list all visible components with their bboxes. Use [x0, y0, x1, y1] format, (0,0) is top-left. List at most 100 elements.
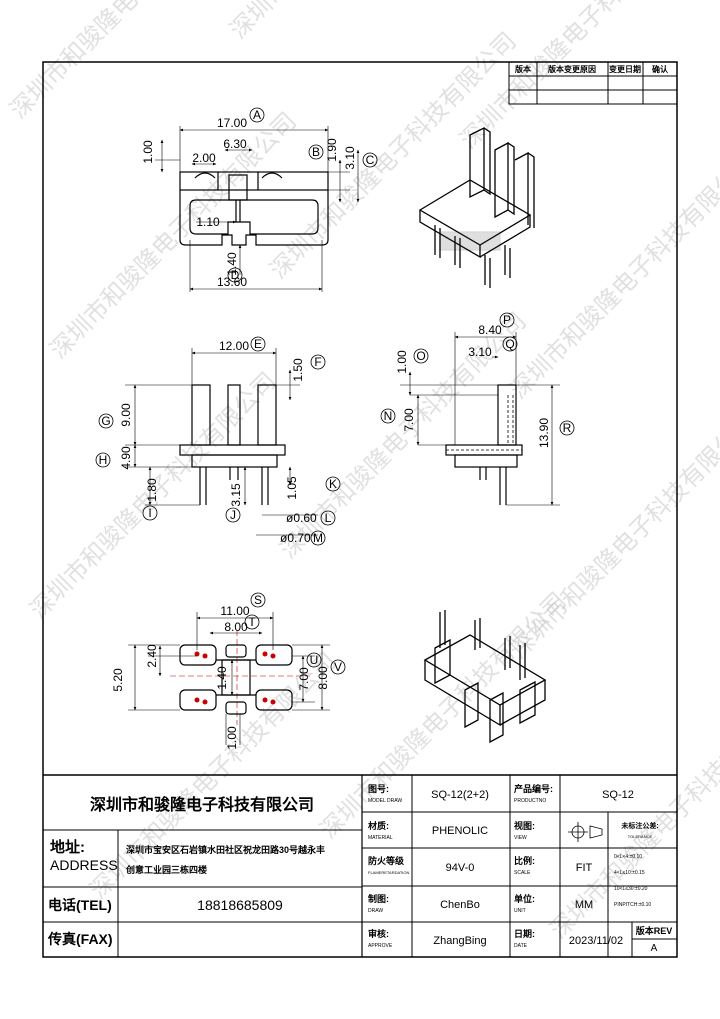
- date-sub: DATE: [514, 943, 528, 949]
- view-label: 视图:: [514, 820, 535, 831]
- callout-e: E: [254, 337, 262, 351]
- dim-front-3-15: 3.15: [229, 483, 243, 507]
- callout-m: M: [313, 531, 323, 545]
- callout-n: N: [384, 409, 393, 423]
- callout-k: K: [329, 477, 337, 491]
- dim-top-1-10: 1.10: [196, 215, 220, 229]
- dim-bottom-5-20: 5.20: [111, 668, 125, 692]
- front-view: [179, 384, 286, 505]
- front-view-labels: 12.00 1.50 9.00 4.90 1.80 3.15 1.05 ø0.6…: [119, 339, 317, 545]
- dim-bottom-11: 11.00: [220, 604, 249, 618]
- side-view: [445, 384, 523, 505]
- dim-front-4-90: 4.90: [119, 446, 133, 470]
- dim-bottom-8-side: 8.00: [316, 666, 330, 690]
- drawing-no-label: 图号:: [368, 784, 389, 794]
- callout-q: Q: [505, 337, 514, 351]
- dim-side-1-00: 1.00: [395, 350, 409, 374]
- bottom-view-callouts: S T U V: [244, 592, 346, 675]
- top-view-callouts: A B C D: [227, 107, 378, 283]
- dim-top-17: 17.00: [217, 116, 247, 130]
- front-view-dims: [125, 348, 318, 536]
- dim-bottom-2-40: 2.40: [145, 644, 159, 668]
- dim-side-13-90: 13.90: [537, 418, 551, 448]
- address-label-cn: 地址:: [50, 838, 85, 856]
- rev-header-date: 变更日期: [609, 64, 641, 74]
- callout-f: F: [314, 355, 321, 369]
- drawing-no: SQ-12(2+2): [431, 789, 489, 801]
- dim-side-3-10: 3.10: [468, 345, 492, 359]
- product-no-label: 产品编号:: [514, 783, 553, 794]
- projection-symbol-icon: [568, 822, 603, 842]
- dim-front-1-50: 1.50: [291, 358, 305, 382]
- dim-front-d070: ø0.70: [280, 531, 311, 545]
- rev-value: A: [651, 943, 658, 954]
- callout-v: V: [334, 660, 342, 674]
- callout-o: O: [416, 349, 425, 363]
- bottom-view-labels: 11.00 8.00 2.40 5.20 1.40 7.00 8.00 1.00: [111, 604, 330, 750]
- view-sub: VIEW: [514, 835, 527, 841]
- watermark-text: 深圳市和骏隆电子科技有限公司: [224, 0, 481, 44]
- dim-side-8-40: 8.40: [478, 323, 502, 337]
- isometric-view-upper: [418, 126, 535, 288]
- side-view-labels: 8.40 3.10 1.00 7.00 13.90: [395, 323, 551, 448]
- address-line-1: 深圳市宝安区石岩镇水田社区祝龙田路30号越永丰: [126, 844, 325, 855]
- drawing-no-sub: MODEL DRAW: [368, 798, 402, 804]
- front-view-callouts: E F G H I J K L M: [95, 336, 341, 546]
- callout-p: P: [503, 313, 511, 327]
- dim-bottom-1-40: 1.40: [215, 666, 229, 690]
- material: PHENOLIC: [432, 825, 488, 837]
- dim-top-2-00: 2.00: [192, 151, 216, 165]
- company-name: 深圳市和骏隆电子科技有限公司: [90, 795, 314, 814]
- dim-top-1-00: 1.00: [141, 140, 155, 164]
- dim-front-1-05: 1.05: [285, 476, 299, 500]
- product-no: SQ-12: [602, 789, 634, 801]
- fax-label: 传真(FAX): [47, 931, 113, 947]
- drawn-sub: DRAW: [368, 908, 383, 914]
- revision-table: 版本 版本变更原因 变更日期 确认: [508, 61, 678, 105]
- callout-g: G: [101, 414, 110, 428]
- dim-top-6-30: 6.30: [223, 137, 247, 151]
- address-label-en: ADDRESS: [50, 857, 118, 873]
- callout-l: L: [325, 511, 332, 525]
- watermark-text: 深圳市和骏隆电子科技有限公司: [44, 107, 301, 364]
- material-sub: MATERIAL: [368, 835, 393, 841]
- tolerance-3: 10<L≤30:±0.20: [614, 886, 648, 892]
- approve-sub: APPROVE: [368, 943, 393, 949]
- date-label: 日期:: [514, 928, 535, 939]
- callout-s: S: [254, 593, 262, 607]
- dim-top-13-60: 13.60: [217, 275, 247, 289]
- side-view-callouts: P Q O N R: [380, 312, 575, 436]
- fire-sub: FLAMERETARDATION: [368, 870, 410, 875]
- callout-r: R: [563, 421, 572, 435]
- rev-header-version: 版本: [514, 64, 531, 74]
- tolerance-4: PINPITCH:±0.10: [614, 902, 651, 908]
- top-view-dims: [155, 126, 360, 292]
- drawn-label: 制图:: [368, 893, 389, 904]
- sheet-border: [42, 61, 678, 958]
- scale-label: 比例:: [514, 855, 535, 866]
- tel-label: 电话(TEL): [48, 897, 112, 913]
- rev-label: 版本REV: [635, 925, 673, 936]
- watermark-text: 深圳市和骏隆电子科技有限公司: [454, 0, 711, 154]
- fire-rating: 94V-0: [446, 862, 475, 874]
- material-label: 材质:: [367, 820, 389, 831]
- dim-front-1-80: 1.80: [145, 478, 159, 502]
- unit: MM: [575, 899, 593, 911]
- top-view-labels: 17.00 6.30 2.00 1.00 1.90 3.10 1.10 1.40…: [141, 116, 357, 289]
- isometric-view-lower: [423, 610, 547, 744]
- unit-label: 单位:: [514, 893, 535, 904]
- tolerance-sub: TOLERANCE: [628, 834, 653, 839]
- fire-label: 防火等级: [368, 855, 405, 866]
- callout-b: B: [312, 145, 320, 159]
- dim-top-3-10: 3.10: [343, 146, 357, 170]
- tolerance-label: 未标注公差:: [621, 821, 658, 830]
- product-no-sub: PRODUCTNO: [514, 798, 546, 804]
- dim-bottom-1-00: 1.00: [225, 726, 239, 750]
- approve-label: 审核:: [368, 928, 389, 939]
- tel-value: 18818685809: [197, 897, 283, 913]
- date: 2023/11/02: [569, 935, 623, 947]
- tolerance-2: 4<L≤10:±0.15: [614, 870, 645, 876]
- callout-h: H: [99, 453, 108, 467]
- drawn-by: ChenBo: [440, 899, 480, 911]
